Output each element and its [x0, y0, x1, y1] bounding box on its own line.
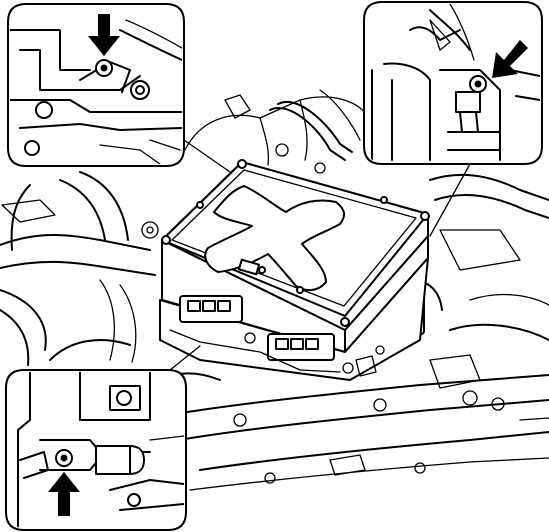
leader-bottom-left [169, 345, 201, 371]
leader-top-right [429, 163, 471, 237]
leader-top-left [183, 139, 231, 173]
inset-top-left [7, 3, 185, 167]
inverter-assembly [159, 159, 430, 381]
inset-bottom-left [5, 369, 187, 531]
connector-block-left [179, 295, 243, 323]
connector-block-right [267, 333, 335, 361]
inset-top-right [363, 1, 543, 165]
